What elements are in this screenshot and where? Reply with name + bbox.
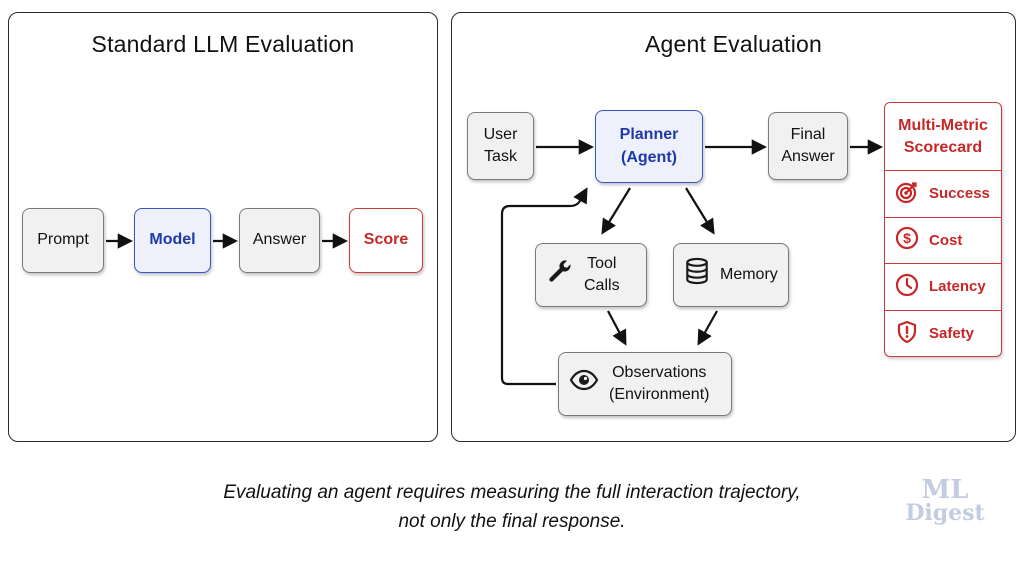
standard-eval-title: Standard LLM Evaluation [91,31,355,57]
memory-label: Memory [720,265,778,283]
metric-latency-label: Latency [929,278,986,296]
metric-safety-label: Safety [929,325,975,343]
prompt-box: Prompt [22,208,104,273]
database-icon [684,257,710,292]
arrow-planner-tools [601,187,631,235]
arrow-memory-observations [697,310,718,346]
watermark-line-1: ML [921,475,969,505]
answer-label: Answer [252,231,307,249]
memory-box: Memory [673,243,789,307]
model-label: Model [149,231,196,249]
planner-box: Planner (Agent) [595,110,703,183]
metric-cost: $ Cost [885,218,1001,264]
arrow-planner-memory [685,187,715,235]
observations-label: Observations (Environment) [609,363,710,403]
metric-safety: Safety [885,311,1001,358]
wrench-icon [546,257,574,292]
watermark-line-2: Digest [905,499,985,526]
clock-icon [895,273,919,301]
dollar-icon: $ [895,226,919,254]
observations-box: Observations (Environment) [558,352,732,416]
user-task-label: User Task [483,125,518,165]
model-box: Model [134,208,211,273]
caption-line-1: Evaluating an agent requires measuring t… [223,482,801,503]
planner-label: Planner (Agent) [619,126,679,166]
final-answer-label: Final Answer [781,125,835,165]
svg-text:$: $ [903,230,911,246]
final-answer-box: Final Answer [768,112,848,180]
tool-calls-box: Tool Calls [535,243,647,307]
score-box: Score [349,208,423,273]
answer-box: Answer [239,208,320,273]
watermark-logo: ML Digest [900,475,990,526]
target-icon [895,180,919,208]
scorecard-title: Multi-Metric Scorecard [885,103,1001,171]
metric-latency: Latency [885,264,1001,311]
metric-success: Success [885,171,1001,218]
caption-line-2: not only the final response. [398,511,626,532]
tool-calls-label: Tool Calls [584,254,620,294]
arrow-feedback-loop [500,187,588,386]
agent-eval-title: Agent Evaluation [644,31,823,57]
metric-cost-label: Cost [929,231,963,249]
prompt-label: Prompt [37,231,89,249]
scorecard: Multi-Metric Scorecard Success $ Cost La… [884,102,1002,357]
arrow-tools-observations [607,310,627,346]
metric-success-label: Success [929,185,990,203]
shield-alert-icon [895,320,919,348]
eye-icon [569,369,599,398]
score-label: Score [363,231,409,249]
user-task-box: User Task [467,112,534,180]
